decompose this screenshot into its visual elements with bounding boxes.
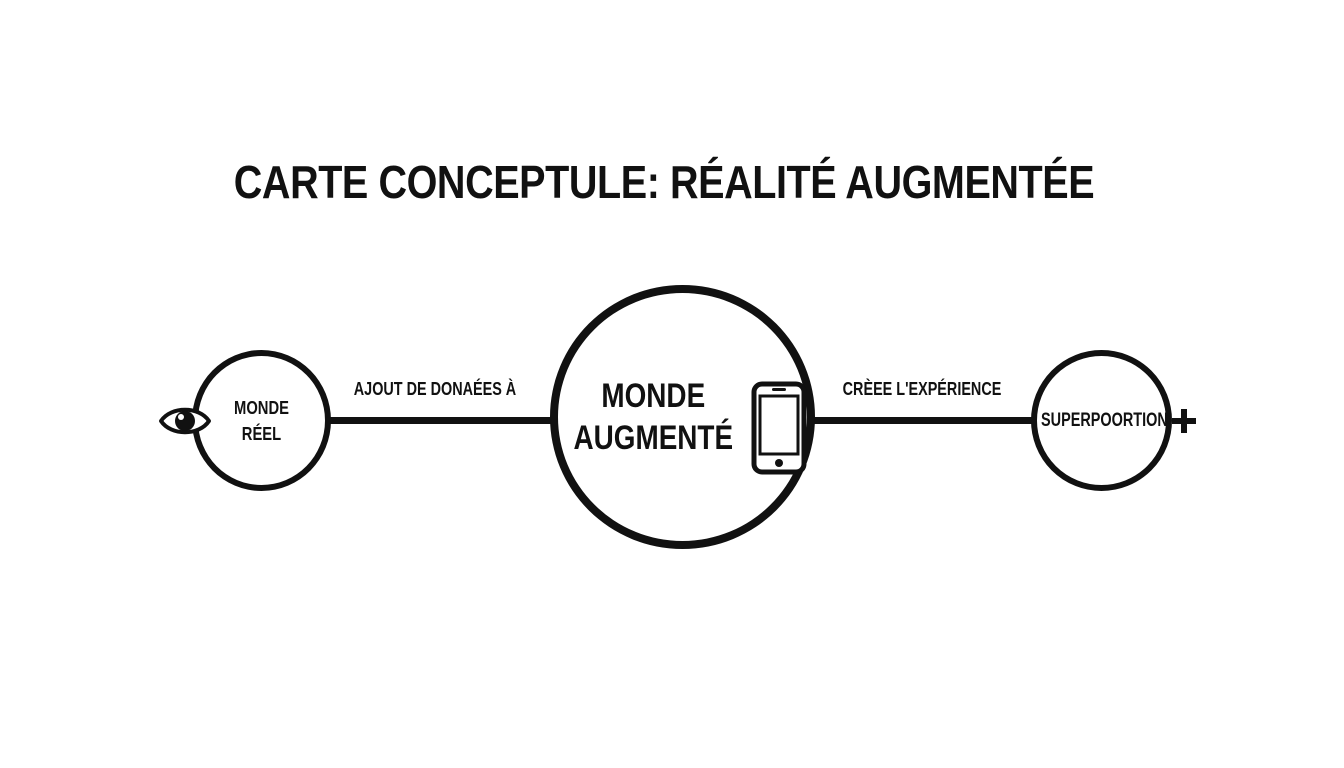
- edge-label-create-experience: CRÈEE L'EXPÉRIENCE: [842, 379, 1002, 399]
- connector-real-to-augmented: [330, 417, 553, 424]
- node-superposition-label: SUPERPOORTION: [1041, 409, 1168, 431]
- eye-icon: [159, 407, 211, 435]
- diagram-title: CARTE CONCEPTULE: RÉALITÉ AUGMENTÉE: [233, 156, 1095, 208]
- node-augmented-world-label: MONDE AUGMENTÉ: [573, 377, 734, 457]
- edge-label-add-data: AJOUT DE DONAÉES À: [353, 379, 517, 399]
- node-real-world: MONDE RÉEL: [192, 350, 331, 491]
- node-real-world-label: MONDE RÉEL: [234, 397, 289, 444]
- plus-icon: [1172, 409, 1196, 433]
- smartphone-icon: [751, 381, 807, 475]
- node-superposition: SUPERPOORTION: [1031, 350, 1172, 491]
- connector-augmented-to-superposition: [812, 417, 1034, 424]
